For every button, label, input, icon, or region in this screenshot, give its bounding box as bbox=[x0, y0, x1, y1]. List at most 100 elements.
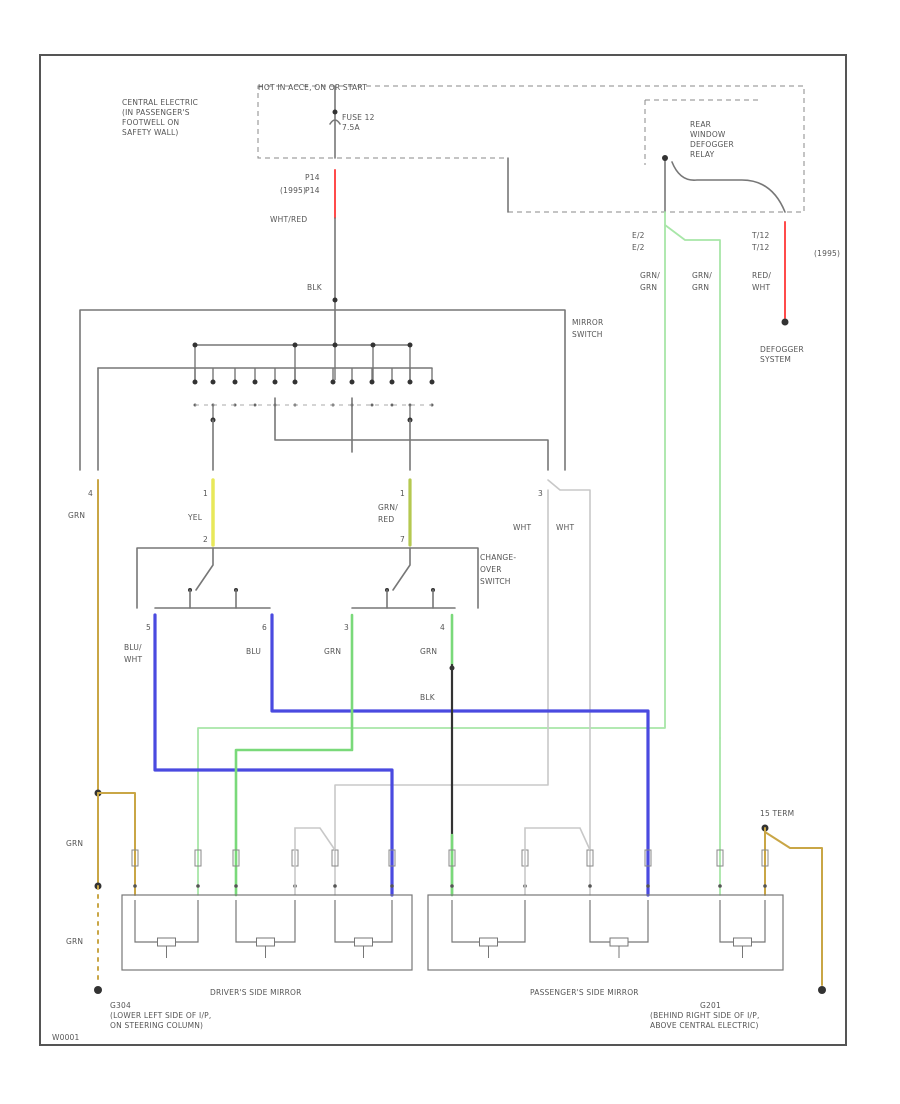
passenger-motor-2 bbox=[733, 937, 752, 947]
svg-text:RELAY: RELAY bbox=[690, 150, 715, 159]
connector-pin-11 bbox=[763, 884, 767, 888]
switch-lower-node-9 bbox=[389, 379, 395, 385]
svg-text:(LOWER LEFT SIDE OF I/P,: (LOWER LEFT SIDE OF I/P, bbox=[110, 1011, 211, 1020]
connector-stubs bbox=[131, 827, 769, 895]
change-over-outline bbox=[136, 547, 479, 609]
svg-text:WHT: WHT bbox=[752, 283, 770, 292]
connector-pin-6 bbox=[450, 884, 454, 888]
svg-text:WHT: WHT bbox=[124, 655, 142, 664]
svg-text:DEFOGGER: DEFOGGER bbox=[690, 140, 734, 149]
connector-pin-1 bbox=[196, 884, 200, 888]
mirror-switch-label: MIRROR SWITCH bbox=[572, 318, 603, 339]
svg-text:G201: G201 bbox=[700, 1001, 721, 1010]
switch-lower-node-8 bbox=[369, 379, 375, 385]
wht-wire-2 bbox=[334, 489, 549, 896]
svg-text:GRN: GRN bbox=[420, 647, 437, 656]
svg-text:T/12: T/12 bbox=[751, 243, 769, 252]
svg-text:BLK: BLK bbox=[420, 693, 436, 702]
svg-text:GRN: GRN bbox=[66, 937, 83, 946]
svg-text:P14: P14 bbox=[305, 173, 320, 182]
svg-text:P14: P14 bbox=[305, 186, 320, 195]
switch-lower-node-4 bbox=[272, 379, 278, 385]
svg-text:6: 6 bbox=[262, 623, 267, 632]
switch-upper-node-3 bbox=[370, 342, 376, 348]
connector-stub-9 bbox=[644, 849, 652, 867]
ground-g304-label: G304 (LOWER LEFT SIDE OF I/P, ON STEERIN… bbox=[110, 1001, 211, 1030]
switch-pin-9 bbox=[390, 403, 394, 407]
wht-jumper-2 bbox=[294, 827, 336, 895]
fuse-label: FUSE 12 7.5A bbox=[342, 113, 375, 132]
driver-circuit-0 bbox=[134, 900, 199, 943]
wht-jumper bbox=[524, 827, 591, 895]
switch-lower-node-6 bbox=[330, 379, 336, 385]
switch-pin-3 bbox=[253, 403, 257, 407]
connector-pin-2 bbox=[234, 884, 238, 888]
passengers-mirror-label: PASSENGER'S SIDE MIRROR bbox=[530, 988, 639, 997]
relay-grn-wire-left bbox=[197, 224, 666, 896]
switch-lower-node-1 bbox=[210, 379, 216, 385]
svg-text:FOOTWELL ON: FOOTWELL ON bbox=[122, 118, 179, 127]
svg-text:SWITCH: SWITCH bbox=[572, 330, 603, 339]
svg-text:GRN: GRN bbox=[692, 283, 709, 292]
diagram-frame bbox=[39, 54, 847, 1046]
switch-lower-node-10 bbox=[407, 379, 413, 385]
svg-text:7: 7 bbox=[400, 535, 405, 544]
svg-text:(1995): (1995) bbox=[280, 186, 306, 195]
svg-text:ABOVE CENTRAL ELECTRIC): ABOVE CENTRAL ELECTRIC) bbox=[650, 1021, 759, 1030]
switch-contacts bbox=[192, 342, 435, 423]
passenger-circuit-1 bbox=[589, 900, 649, 943]
driver-motor-2 bbox=[354, 937, 373, 947]
svg-text:SAFETY WALL): SAFETY WALL) bbox=[122, 128, 178, 137]
svg-text:(BEHIND RIGHT SIDE OF I/P,: (BEHIND RIGHT SIDE OF I/P, bbox=[650, 1011, 760, 1020]
svg-text:YEL: YEL bbox=[187, 513, 203, 522]
svg-text:2: 2 bbox=[203, 535, 208, 544]
top-power-label: HOT IN ACCE, ON OR START bbox=[258, 83, 367, 92]
relay-coil-terminal bbox=[662, 155, 668, 161]
wht-wire-1 bbox=[547, 479, 591, 896]
svg-text:1: 1 bbox=[203, 489, 208, 498]
svg-text:5: 5 bbox=[146, 623, 151, 632]
switch-upper-node-0 bbox=[192, 342, 198, 348]
fuse-top-terminal bbox=[332, 109, 338, 115]
svg-text:4: 4 bbox=[88, 489, 93, 498]
switch-pin-8 bbox=[370, 403, 374, 407]
svg-text:BLU: BLU bbox=[246, 647, 261, 656]
svg-text:GRN/: GRN/ bbox=[692, 271, 712, 280]
ground-g201 bbox=[818, 986, 826, 994]
svg-text:SYSTEM: SYSTEM bbox=[760, 355, 791, 364]
svg-text:3: 3 bbox=[538, 489, 543, 498]
connector-pin-4 bbox=[333, 884, 337, 888]
passengers-side-mirror bbox=[427, 894, 784, 971]
svg-text:RED/: RED/ bbox=[752, 271, 771, 280]
switch-lower-node-7 bbox=[349, 379, 355, 385]
svg-text:WHT: WHT bbox=[556, 523, 574, 532]
svg-text:ON STEERING COLUMN): ON STEERING COLUMN) bbox=[110, 1021, 203, 1030]
defogger-terminal bbox=[781, 318, 789, 326]
connector-pin-0 bbox=[133, 884, 137, 888]
svg-text:CENTRAL ELECTRIC: CENTRAL ELECTRIC bbox=[122, 98, 198, 107]
switch-lower-node-3 bbox=[252, 379, 258, 385]
svg-text:G304: G304 bbox=[110, 1001, 131, 1010]
svg-text:DEFOGGER: DEFOGGER bbox=[760, 345, 804, 354]
mirror-switch-outline bbox=[79, 309, 566, 471]
blu-wire bbox=[270, 613, 650, 897]
passenger-motor-1 bbox=[609, 937, 629, 947]
svg-text:WHT: WHT bbox=[513, 523, 531, 532]
change-over-contact-2 bbox=[392, 547, 411, 591]
svg-text:CHANGE-: CHANGE- bbox=[480, 553, 516, 562]
passenger-circuit-2 bbox=[719, 900, 766, 943]
connector-stub-2 bbox=[232, 849, 240, 867]
defogger-relay-label: REAR WINDOW DEFOGGER RELAY bbox=[690, 120, 734, 159]
switch-lower-node-11 bbox=[429, 379, 435, 385]
passenger-circuit-0 bbox=[451, 900, 526, 943]
connector-stub-5 bbox=[388, 849, 396, 867]
drivers-side-mirror bbox=[121, 894, 413, 971]
svg-text:7.5A: 7.5A bbox=[342, 123, 361, 132]
svg-text:FUSE 12: FUSE 12 bbox=[342, 113, 375, 122]
connector-stub-1 bbox=[194, 849, 202, 867]
svg-text:E/2: E/2 bbox=[632, 243, 645, 252]
switch-upper-node-1 bbox=[292, 342, 298, 348]
svg-text:3: 3 bbox=[344, 623, 349, 632]
switch-upper-node-4 bbox=[407, 342, 413, 348]
